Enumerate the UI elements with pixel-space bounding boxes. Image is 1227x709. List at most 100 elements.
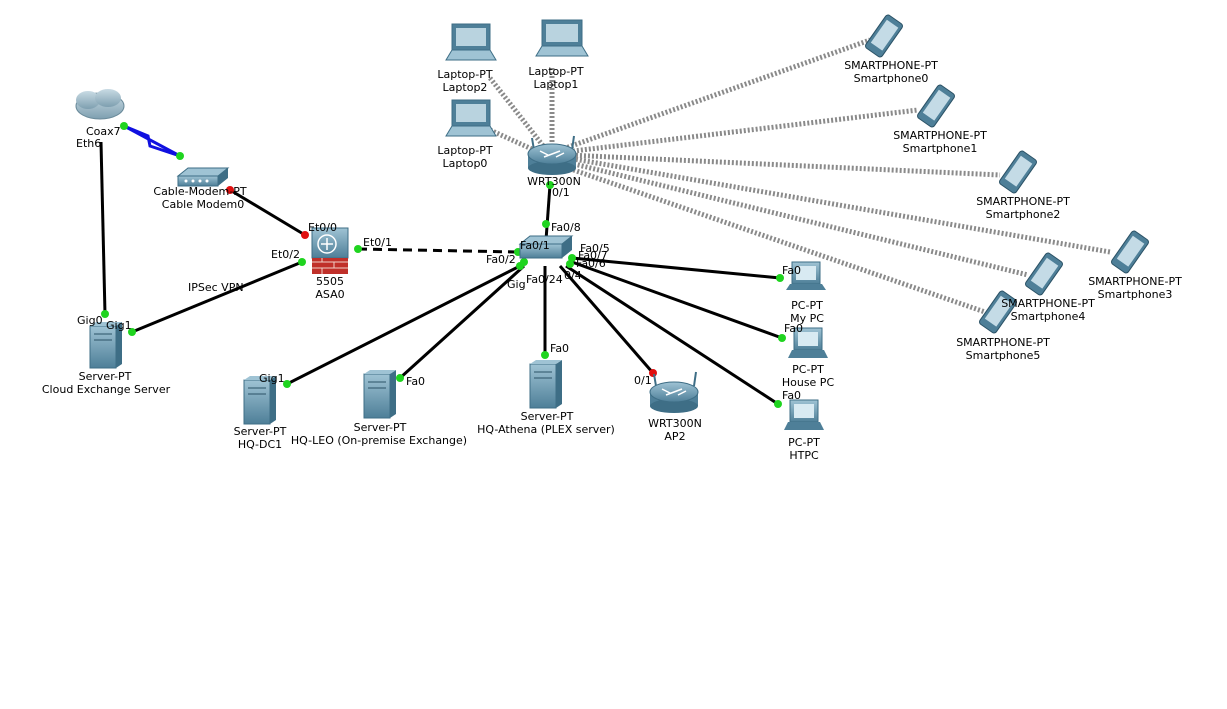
port-dot-athena-fa0 <box>541 351 549 359</box>
smartphone2-icon[interactable] <box>998 150 1037 194</box>
port-label-asa-et00: Et0/0 <box>308 221 337 234</box>
port-label-htpc-fa0: Fa0 <box>782 389 801 402</box>
my-pc-icon[interactable] <box>786 261 826 290</box>
link-asa-cloudserver-vpn <box>131 260 303 334</box>
port-dot-asa-et02 <box>298 258 306 266</box>
laptop1-type-label: Laptop-PT <box>528 65 583 78</box>
port-dot-switch-fa08 <box>542 220 550 228</box>
port-dot-dc1-gig1 <box>283 380 291 388</box>
hq-leo-server-icon[interactable] <box>363 370 396 419</box>
port-label-switch-fa07: Fa0/7 <box>578 249 608 262</box>
port-label-switch-gig: Gig <box>507 278 526 291</box>
port-label-cloud-eth: Eth6 <box>76 137 101 150</box>
link-switch-leo <box>398 264 526 380</box>
link-switch-housepc <box>571 260 783 340</box>
ap2-router-icon[interactable] <box>649 371 699 413</box>
port-label-housepc-fa0: Fa0 <box>784 322 803 335</box>
phone0-type-label: SMARTPHONE-PT <box>844 59 938 72</box>
port-label-asa-et02: Et0/2 <box>271 248 300 261</box>
phone2-name-label: Smartphone2 <box>986 208 1061 221</box>
port-label-cloud-coax: Coax7 <box>86 125 121 138</box>
smartphone5-icon[interactable] <box>978 290 1017 334</box>
mypc-type-label: PC-PT <box>791 299 823 312</box>
link-switch-htpc <box>565 264 779 406</box>
port-dot-cloudserver-gig1 <box>128 328 136 336</box>
vpn-link-label: IPSec VPN <box>188 281 244 294</box>
phone2-type-label: SMARTPHONE-PT <box>976 195 1070 208</box>
port-label-switch-fa04: 0/4 <box>564 269 582 282</box>
port-dot-asa-et01 <box>354 245 362 253</box>
cloud-icon[interactable] <box>75 89 125 120</box>
laptop0-name-label: Laptop0 <box>443 157 488 170</box>
port-label-switch-fa08: Fa0/8 <box>551 221 581 234</box>
asa-firewall-icon[interactable] <box>311 227 349 274</box>
port-label-switch-fa024: Fa0/24 <box>526 273 563 286</box>
link-cloud-modem-bend <box>123 124 181 158</box>
port-dot-cloud-coax <box>120 122 128 130</box>
dc1-name-label: HQ-DC1 <box>238 438 282 451</box>
port-dot-modem-eth <box>226 186 234 194</box>
htpc-icon[interactable] <box>784 399 824 430</box>
hq-dc1-server-icon[interactable] <box>243 376 276 425</box>
dc1-type-label: Server-PT <box>234 425 287 438</box>
port-dot-mypc-fa0 <box>776 274 784 282</box>
link-switch-ap2 <box>558 265 655 374</box>
switch-icon[interactable] <box>518 235 574 259</box>
laptop2-name-label: Laptop2 <box>443 81 488 94</box>
link-switch-dc1 <box>286 264 521 386</box>
laptop0-icon[interactable] <box>445 99 497 137</box>
leo-type-label: Server-PT <box>354 421 407 434</box>
ap1-type-label: WRT300N <box>527 175 581 188</box>
phone3-name-label: Smartphone3 <box>1098 288 1173 301</box>
cable-modem-icon[interactable] <box>176 167 230 187</box>
laptop0-type-label: Laptop-PT <box>437 144 492 157</box>
smartphone4-icon[interactable] <box>1024 252 1063 296</box>
smartphone0-icon[interactable] <box>864 14 903 58</box>
port-dot-housepc-fa0 <box>778 334 786 342</box>
smartphone3-icon[interactable] <box>1110 230 1149 274</box>
athena-name-label: HQ-Athena (PLEX server) <box>477 423 615 436</box>
housepc-type-label: PC-PT <box>792 363 824 376</box>
port-label-athena-fa0: Fa0 <box>550 342 569 355</box>
phone1-name-label: Smartphone1 <box>903 142 978 155</box>
port-dot-htpc-fa0 <box>774 400 782 408</box>
modem-type-label: Cable-Modem-PT <box>153 185 246 198</box>
link-asa-switch <box>357 247 519 254</box>
port-label-mypc-fa0: Fa0 <box>782 264 801 277</box>
port-labels: Coax7 Eth6 Et0/0 Et0/1 Et0/2 IPSec VPN G… <box>76 125 803 402</box>
phone3-type-label: SMARTPHONE-PT <box>1088 275 1182 288</box>
link-modem-asa <box>229 188 306 237</box>
athena-type-label: Server-PT <box>521 410 574 423</box>
cloudserver-type-label: Server-PT <box>79 370 132 383</box>
cloud-exchange-server-icon[interactable] <box>89 322 122 369</box>
phone1-type-label: SMARTPHONE-PT <box>893 129 987 142</box>
wireless-link-phone4 <box>565 159 1029 278</box>
cloudserver-name-label: Cloud Exchange Server <box>42 383 171 396</box>
port-label-ap1-01: 0/1 <box>552 186 570 199</box>
port-label-switch-fa05: Fa0/5 <box>580 242 610 255</box>
laptop1-icon[interactable] <box>535 19 589 57</box>
port-label-switch-fa01: Fa0/1 <box>520 239 550 252</box>
port-dot-switch-fa02 <box>520 258 528 266</box>
asa-name-label: ASA0 <box>315 288 344 301</box>
port-dot-cloudserver-gig0 <box>101 310 109 318</box>
port-dot-ap1-01 <box>546 181 554 189</box>
link-switch-mypc <box>571 256 781 280</box>
house-pc-icon[interactable] <box>788 327 828 358</box>
hq-athena-server-icon[interactable] <box>529 360 562 409</box>
port-label-cloudserver-gig1: Gig1 <box>106 319 132 332</box>
device-labels: Cable-Modem-PT Cable Modem0 5505 ASA0 WR… <box>42 59 1182 462</box>
htpc-name-label: HTPC <box>789 449 819 462</box>
ap2-type-label: WRT300N <box>648 417 702 430</box>
laptop2-icon[interactable] <box>445 23 497 61</box>
wireless-link-phone1 <box>564 107 919 155</box>
wireless-link-phone0 <box>559 37 871 153</box>
ap2-name-label: AP2 <box>664 430 685 443</box>
phone5-type-label: SMARTPHONE-PT <box>956 336 1050 349</box>
port-label-dc1-gig1: Gig1 <box>259 372 285 385</box>
smartphone1-icon[interactable] <box>916 84 955 128</box>
port-label-asa-et01: Et0/1 <box>363 236 392 249</box>
housepc-name-label: House PC <box>782 376 835 389</box>
ap1-router-icon[interactable] <box>527 135 577 175</box>
laptop1-name-label: Laptop1 <box>534 78 579 91</box>
